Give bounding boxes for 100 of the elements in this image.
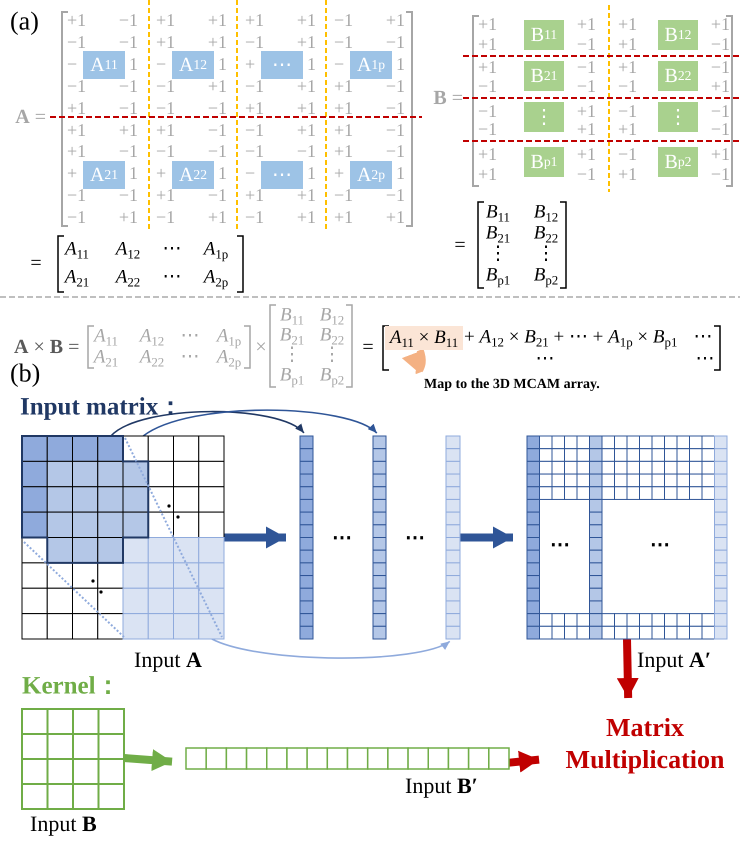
matrix-entry: +1 [478,58,498,78]
matrix-entry: −1 [156,98,176,118]
matrix-entry: 1 [307,164,316,184]
matrix-entry: +1 [710,15,730,35]
matrix-entry: +1 [478,35,498,55]
matrix-block: ⋯ [261,51,303,79]
matrix-entry: +1 [156,186,176,206]
matrix-entry: +1 [296,208,316,228]
matrix-entry: +1 [478,145,498,165]
matrix-entry: +1 [618,120,638,140]
matrix-entry: +1 [334,98,354,118]
panel-label: (b) [10,360,40,388]
panel-label: (a) [10,8,39,36]
matrix-entry: +1 [334,208,354,228]
matrix-entry: −1 [618,145,638,165]
times-sign: × [255,336,267,358]
matrix-entry: +1 [576,102,596,122]
matrix-entry: A$_{22}$ [116,268,140,288]
matrix-entry: −1 [208,120,227,140]
matrix-entry: +1 [118,208,138,228]
matrix-caption: Input B [30,812,97,836]
matrix-entry: ⋯ [162,268,182,288]
ellipsis: ⋯ [332,527,352,549]
matrix-entry: +1 [710,145,730,165]
matrix-entry: −1 [710,165,730,185]
matrix-entry: −1 [386,76,405,97]
matrix-entry: −1 [118,98,138,118]
matrix-entry: B$_{11}$ [280,306,304,326]
matrix-entry: +1 [156,11,176,31]
matrix-entry: B$_{21}$ [486,224,510,244]
matrix-entry: +1 [296,33,316,53]
matrix-entry: −1 [118,186,138,206]
matrix-entry: −1 [386,120,405,140]
section-heading: Kernel： [22,672,121,700]
matrix-entry: A$_{22}$ [140,348,164,368]
matrix-entry: −1 [576,165,596,185]
matrix-entry: +1 [296,98,316,118]
matrix-entry: +1 [618,58,638,78]
matrix-entry: B$_{p2}$ [534,266,558,286]
matrix-entry: +1 [245,98,264,118]
matrix-entry: +1 [710,77,730,97]
matrix-entry: −1 [386,33,405,53]
matrix-entry: +1 [245,11,264,31]
matrix-entry: −1 [156,76,176,97]
matrix-caption: Input A′ [637,648,712,672]
matrix-entry: +1 [296,186,316,206]
matrix-entry: +1 [618,165,638,185]
matrix-entry: 1 [396,164,405,184]
matrix-entry: 1 [129,54,138,75]
matrix-entry: −1 [576,58,596,78]
matrix-entry: +1 [334,76,354,97]
matrix-entry: −1 [386,142,405,162]
matrix-entry: +1 [245,186,264,206]
matrix-entry: −1 [478,102,498,122]
matrix-entry: −1 [478,120,498,140]
matrix-entry: +1 [296,76,316,97]
matrix-entry: −1 [576,35,596,55]
matrix-entry: ⋮ [322,346,342,366]
matrix-entry: 1 [396,54,405,75]
ellipsis: ⋯ [694,328,712,348]
arrow [110,410,304,437]
matrix-entry: −1 [67,208,86,228]
matrix-entry: ⋮ [488,244,508,266]
matrix-entry: +1 [576,15,596,35]
matrix-caption: Input B′ [405,774,478,798]
matrix-entry: +1 [208,33,227,53]
matrix-entry: B$_{21}$ [280,326,304,346]
matrix-entry: −1 [618,77,638,97]
matrix-entry: ⋯ [162,240,182,260]
matrix-entry: B$_{22}$ [534,224,558,244]
matrix-entry: +1 [334,120,354,140]
matrix-entry: −1 [208,142,227,162]
matrix-entry: −1 [245,33,264,53]
matrix-entry: −1 [245,76,264,97]
matrix-entry: −1 [67,76,86,97]
matrix-entry: −1 [208,98,227,118]
matrix-entry: −1 [156,142,176,162]
matrix-entry: +1 [478,15,498,35]
matrix-entry: +1 [576,145,596,165]
matrix-entry: +1 [618,35,638,55]
matrix-entry: + [156,164,166,184]
matrix-entry: −1 [334,33,354,53]
matrix-entry: A$_{21}$ [64,268,90,288]
matrix-entry: −1 [245,120,264,140]
matrix-entry: ⋮ [282,346,302,366]
matrix-entry: +1 [156,33,176,53]
matrix-entry: +1 [208,76,227,97]
arrow [124,749,172,772]
matrix-entry: −1 [618,102,638,122]
matrix-entry: +1 [118,120,138,140]
matrix-entry: − [156,54,166,75]
arrow [212,638,450,659]
matrix-entry: B$_{11}$ [486,202,510,224]
matrix-entry: A$_{12}$ [140,326,164,348]
ellipsis: ⋯ [536,350,554,370]
ellipsis: ⋯ [696,350,714,370]
matrix-entry: +1 [156,120,176,140]
matrix-entry: B$_{12}$ [320,306,344,326]
matrix-entry: +1 [208,208,227,228]
matrix-block: ⋯ [261,161,303,189]
